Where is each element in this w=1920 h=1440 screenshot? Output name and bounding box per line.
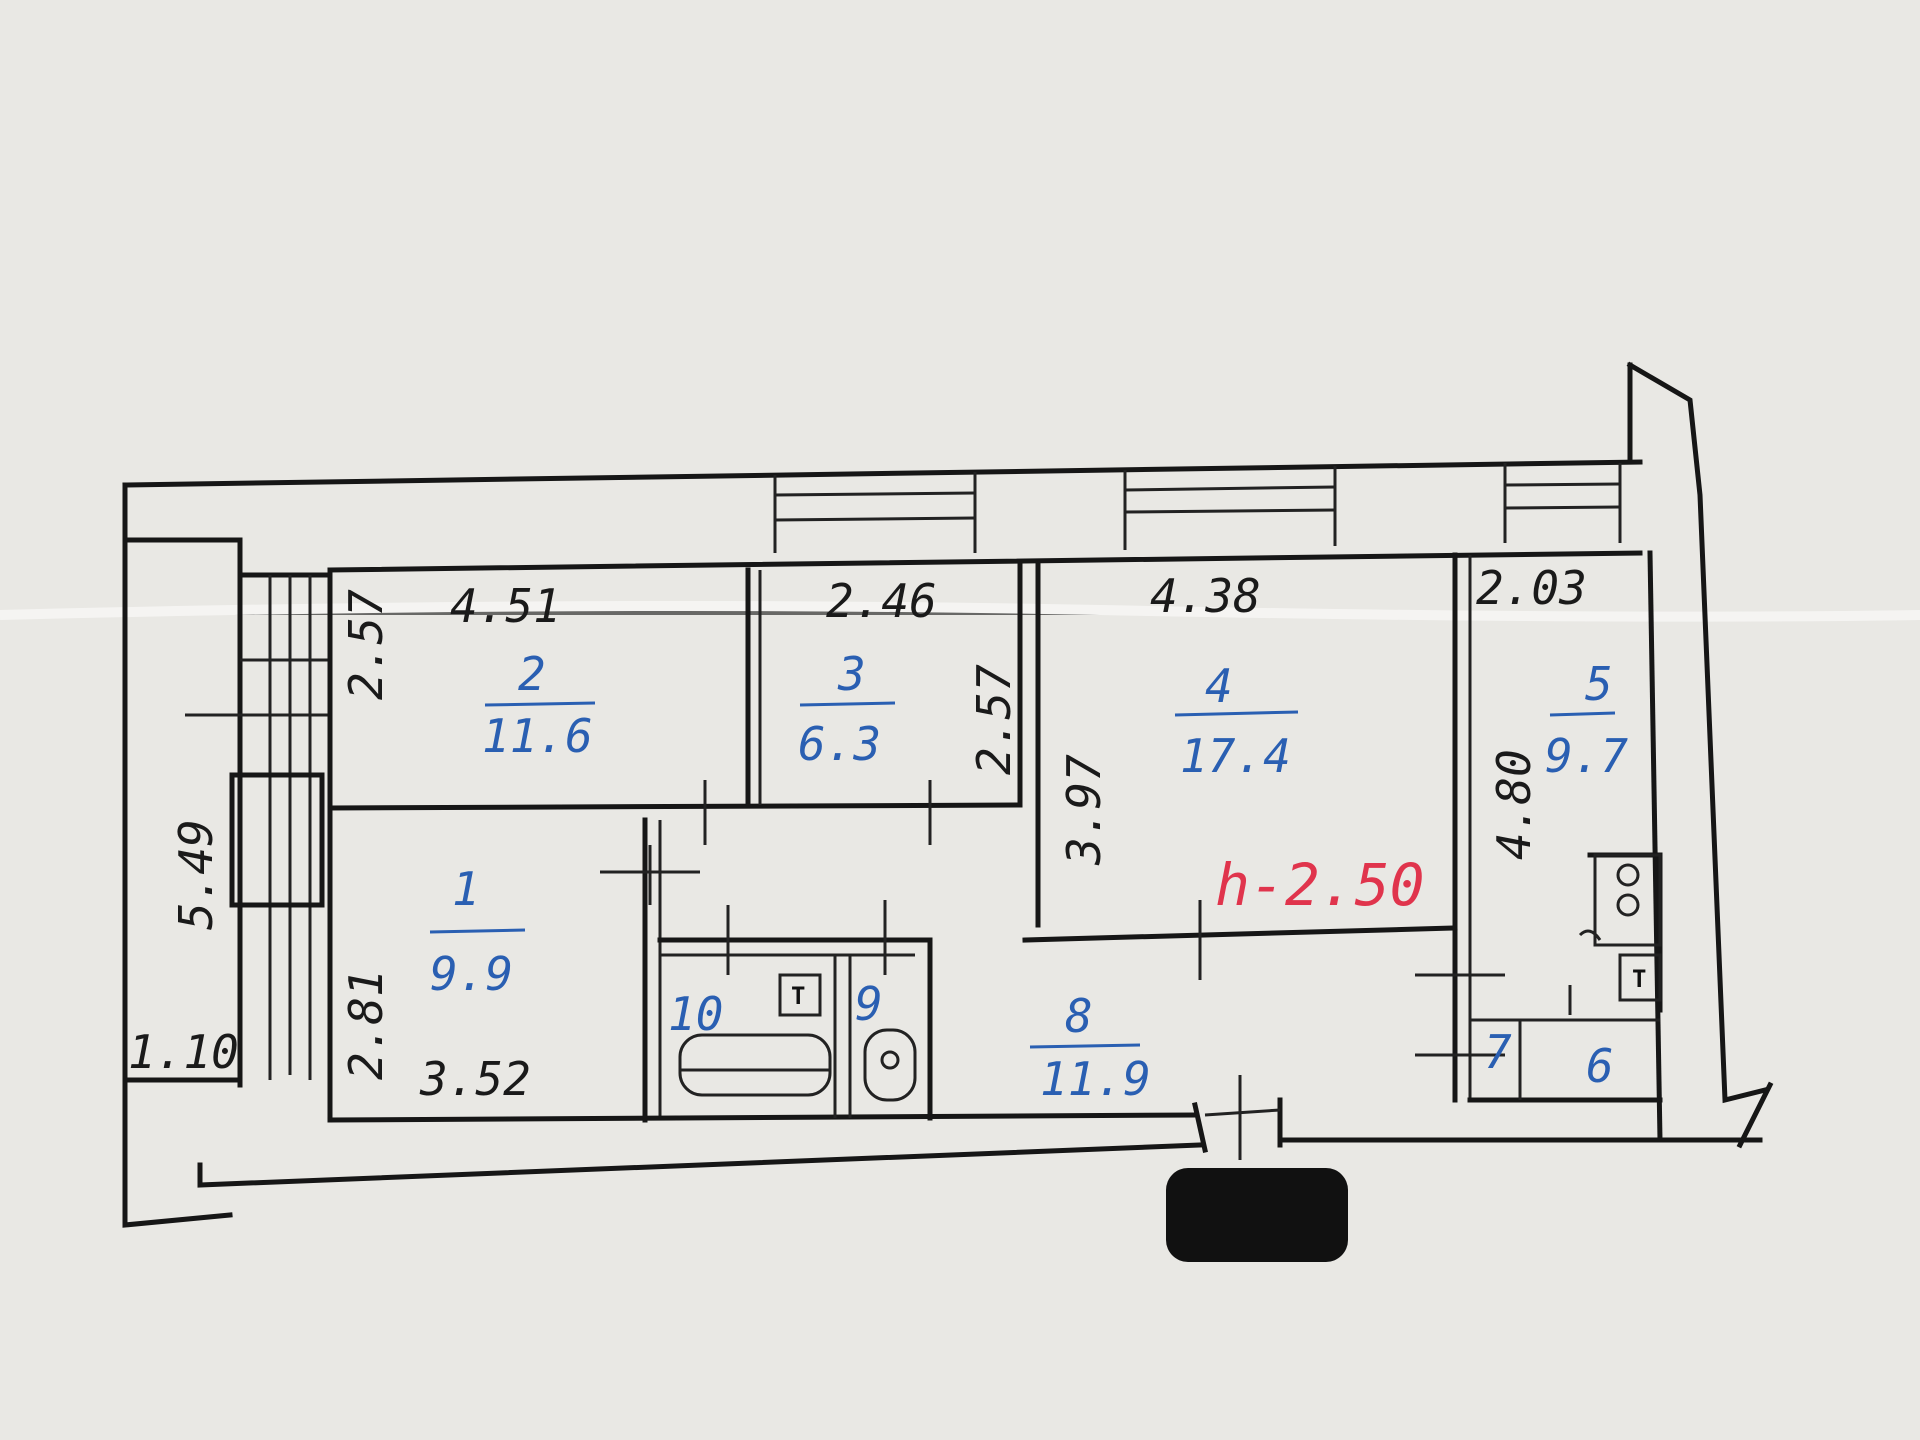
- room-9-number: 9: [855, 977, 883, 1031]
- dim-4-38: 4.38: [1150, 569, 1261, 623]
- dim-1-10: 1.10: [128, 1025, 239, 1079]
- interior-walls: [327, 550, 1663, 1153]
- room-2-area: 11.6: [482, 709, 593, 763]
- room-3-number: 3: [837, 647, 866, 701]
- room-3: 3 6.3: [798, 647, 896, 771]
- dim-2-46: 2.46: [826, 574, 937, 628]
- dim-3-52: 3.52: [419, 1052, 531, 1106]
- room-2: 2 11.6: [482, 647, 596, 763]
- room-4-area: 17.4: [1180, 729, 1291, 783]
- redaction-box: [1166, 1168, 1348, 1262]
- dim-4-51: 4.51: [450, 579, 561, 633]
- bathroom: T: [657, 937, 933, 1121]
- room-5-number: 5: [1585, 657, 1613, 711]
- dim-5-49: 5.49: [169, 819, 223, 930]
- room-1: 1 9.9: [429, 862, 526, 1001]
- bath-mark: T: [791, 982, 805, 1010]
- room-8-area: 11.9: [1040, 1052, 1151, 1106]
- room-10-number: 10: [668, 987, 723, 1041]
- room-5: 5 9.7: [1545, 657, 1628, 783]
- room-5-area: 9.7: [1545, 729, 1628, 783]
- room-7-number: 7: [1484, 1025, 1512, 1079]
- dimensions: 4.51 2.46 4.38 2.03 3.52 1.10 2.57 2.57 …: [128, 561, 1587, 1106]
- ceiling-height-label: h-2.50: [1215, 851, 1425, 919]
- room-1-number: 1: [452, 862, 480, 916]
- paper-fold: [0, 601, 1920, 622]
- dim-2-81: 2.81: [339, 969, 393, 1080]
- stove-mark: T: [1632, 965, 1646, 993]
- top-window-strip: [327, 463, 1643, 573]
- room-6-number: 6: [1586, 1039, 1614, 1093]
- left-window: [185, 572, 330, 1088]
- room-2-number: 2: [518, 647, 546, 701]
- dim-3-97: 3.97: [1057, 754, 1111, 866]
- dim-2-57-right: 2.57: [967, 664, 1021, 775]
- room-8: 8 11.9: [1029, 989, 1151, 1106]
- door-ticks: [600, 780, 1572, 1160]
- room-4: 4 17.4: [1174, 659, 1299, 783]
- room-8-number: 8: [1065, 989, 1093, 1043]
- room-3-area: 6.3: [798, 717, 881, 771]
- room-1-area: 9.9: [430, 947, 513, 1001]
- kitchen-fixtures: T: [1578, 853, 1662, 1002]
- room-4-number: 4: [1205, 659, 1233, 713]
- dim-2-03: 2.03: [1476, 561, 1587, 615]
- dim-4-80: 4.80: [1487, 749, 1541, 860]
- outer-walls: [122, 361, 1774, 1228]
- room-labels: 1 9.9 2 11.6 3 6.3 4 17.4 5: [429, 647, 1628, 1106]
- dim-2-57-left: 2.57: [339, 589, 393, 700]
